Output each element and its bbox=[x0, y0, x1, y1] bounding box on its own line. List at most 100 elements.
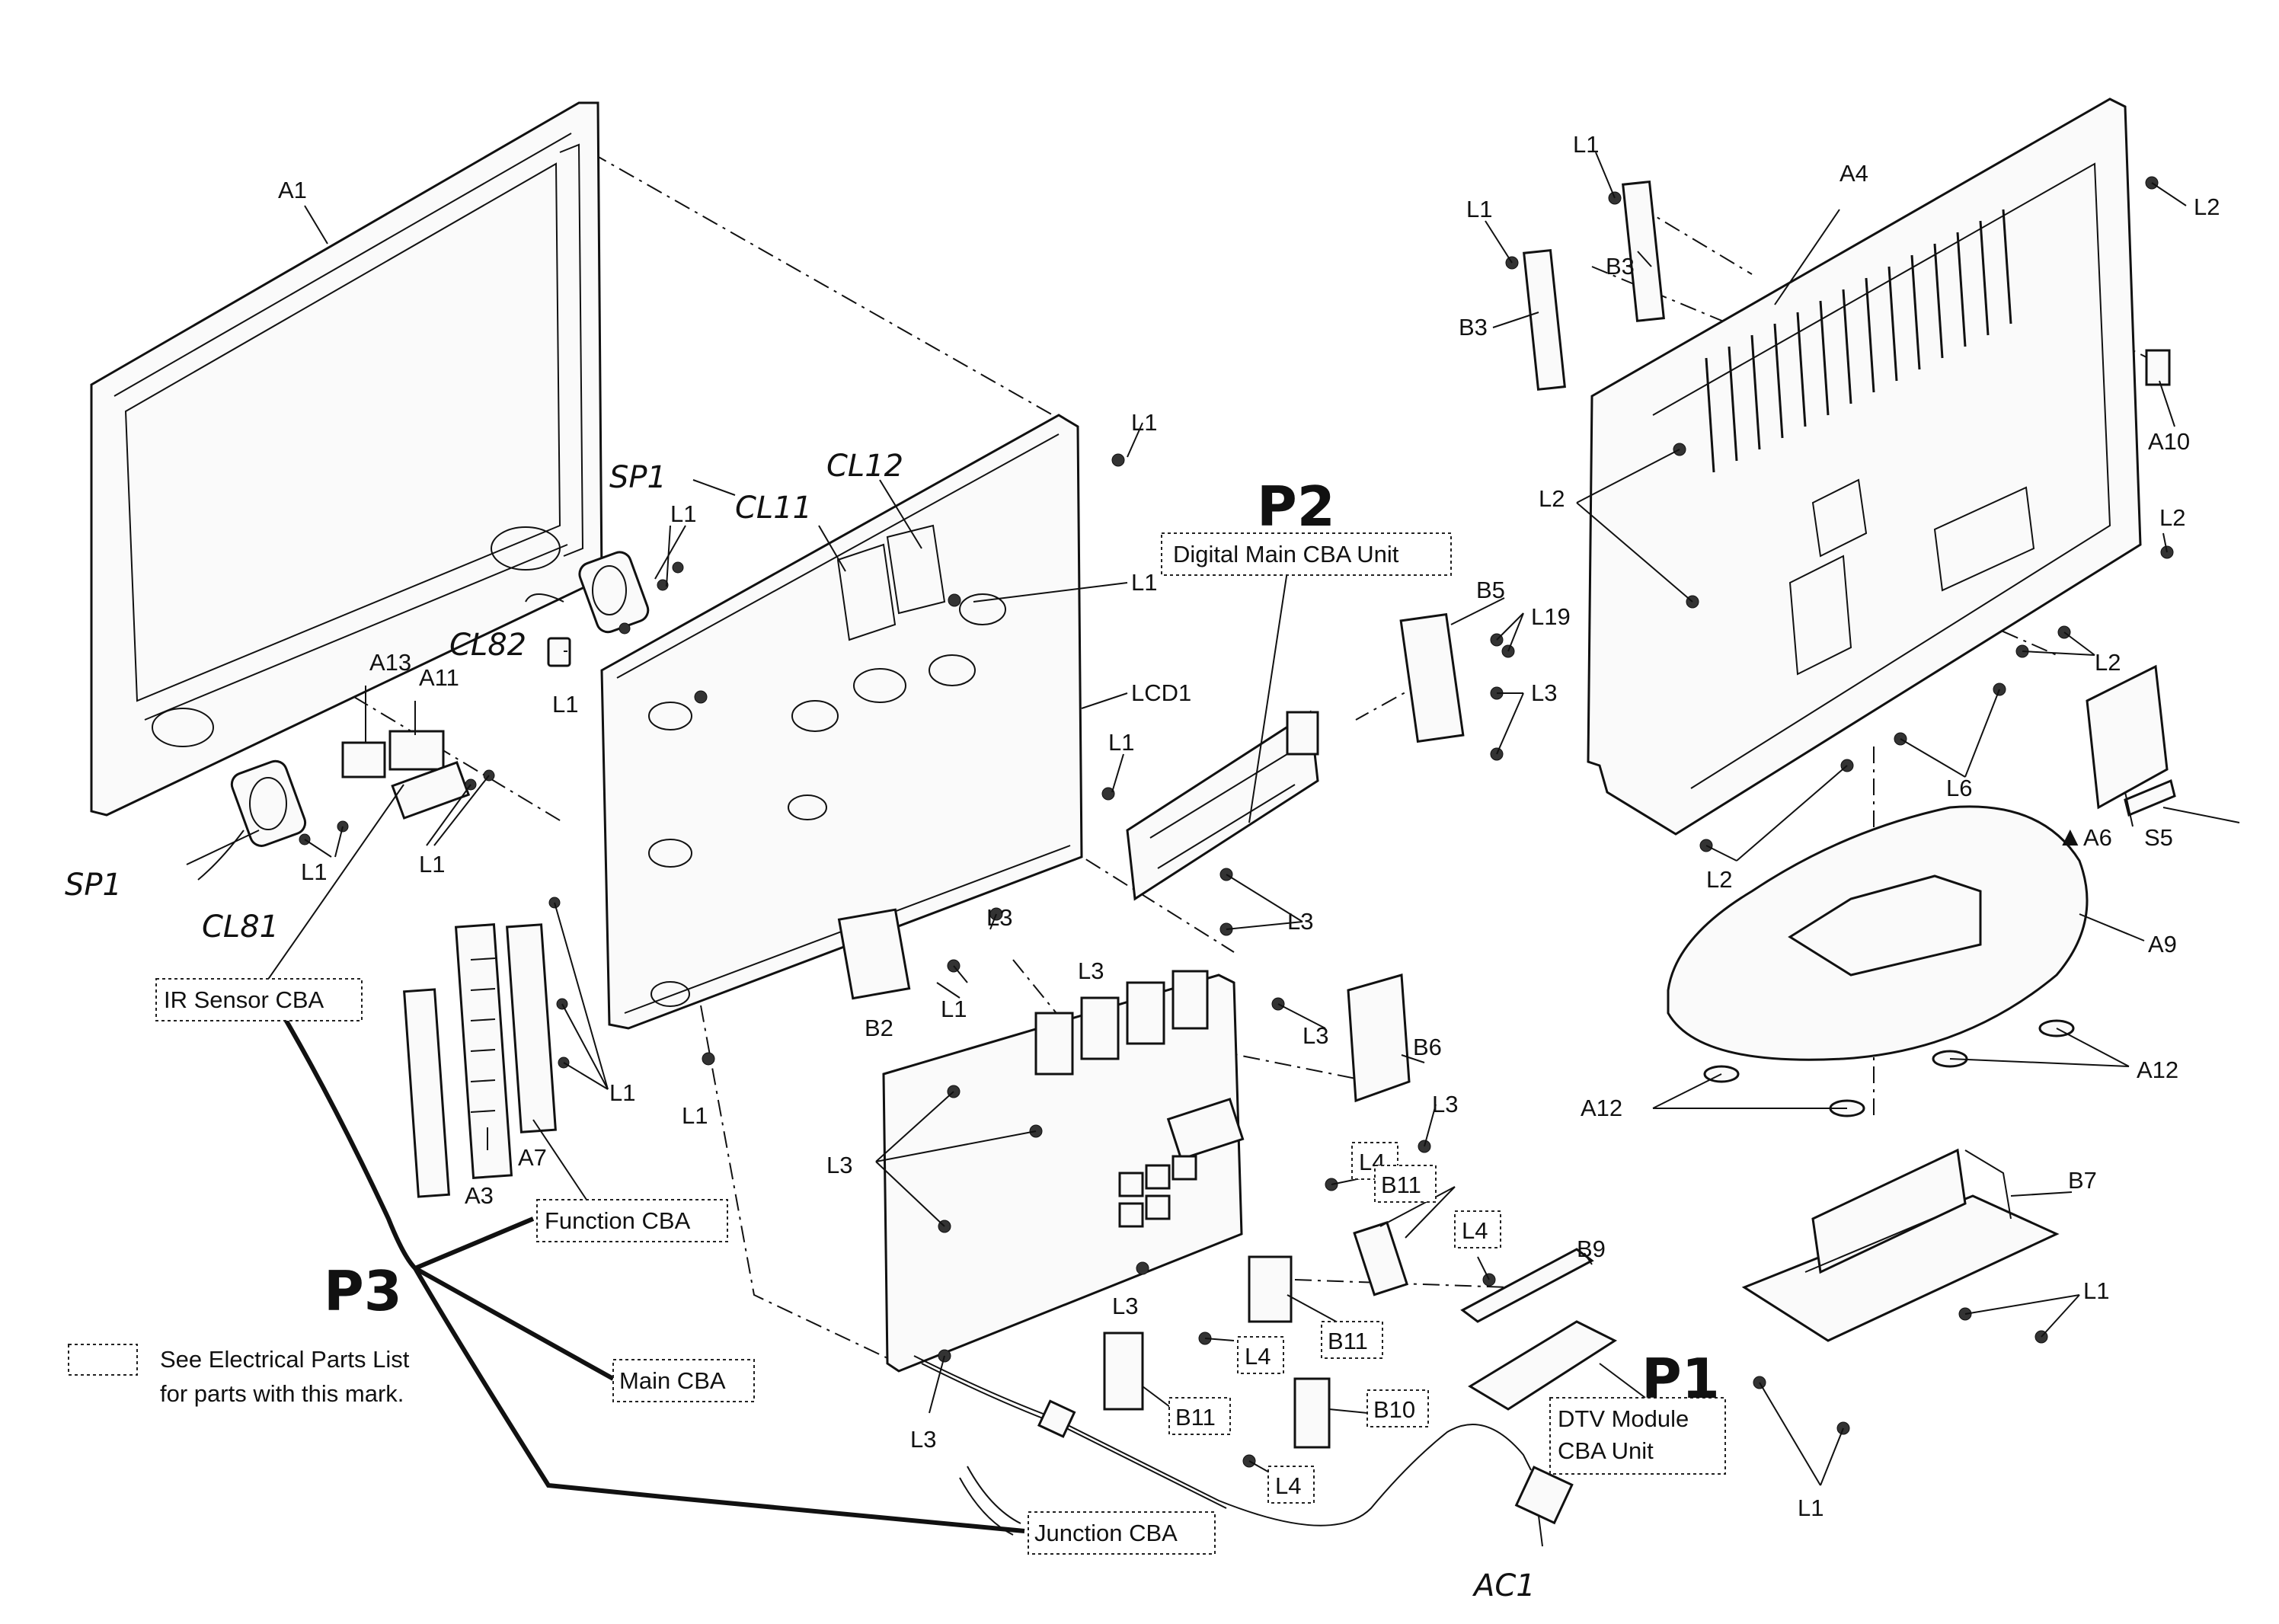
label-P1: P1 bbox=[1641, 1347, 1720, 1411]
label-A3: A3 bbox=[465, 1182, 494, 1209]
label-L4-d: L4 bbox=[1275, 1472, 1301, 1499]
label-dtv-module-line2: CBA Unit bbox=[1558, 1437, 1654, 1464]
label-LCD1: LCD1 bbox=[1131, 679, 1191, 706]
box-main-cba bbox=[612, 1359, 755, 1402]
label-digital-main-cba: Digital Main CBA Unit bbox=[1173, 541, 1399, 567]
bracket-B5 bbox=[1399, 612, 1465, 743]
label-L2-bottom: L2 bbox=[1706, 866, 1732, 893]
handwritten-labels: SP1 CL11 CL12 CL82 SP1 CL81 AC1 P2 P1 P3 bbox=[65, 449, 1720, 1603]
legend-text-line2: for parts with this mark. bbox=[160, 1380, 404, 1407]
front-bezel-A1 bbox=[90, 101, 603, 817]
legend-dashed-box-sample bbox=[68, 1344, 138, 1376]
label-L3-heatsink: L3 bbox=[1078, 957, 1104, 984]
label-B3-b: B3 bbox=[1459, 314, 1488, 340]
label-L1-left-lcd: L1 bbox=[552, 691, 578, 718]
label-B10: B10 bbox=[1373, 1396, 1415, 1423]
label-AC1: AC1 bbox=[1472, 1568, 1536, 1603]
box-L4-d bbox=[1267, 1466, 1315, 1504]
label-L1-top-b3: L1 bbox=[1573, 131, 1599, 158]
label-L1-top-lcd: L1 bbox=[1131, 409, 1157, 436]
box-B11-c bbox=[1168, 1397, 1231, 1435]
label-B11-b: B11 bbox=[1328, 1328, 1368, 1354]
label-A4: A4 bbox=[1840, 160, 1868, 187]
label-L3-main-bottom: L3 bbox=[910, 1426, 936, 1453]
label-L3-main-mid: L3 bbox=[1112, 1293, 1138, 1319]
box-L4-b bbox=[1454, 1210, 1501, 1248]
label-L3-main-left: L3 bbox=[826, 1152, 852, 1178]
label-main-cba: Main CBA bbox=[619, 1367, 726, 1394]
label-SP1-lower: SP1 bbox=[65, 868, 122, 903]
stand-base-A9 bbox=[1667, 805, 2089, 1117]
bracket-B11-b bbox=[1248, 1255, 1293, 1323]
part-labels: A1 A4 L1 L1 B3 B3 L2 A10 L2 L2 L2 L6 L2 … bbox=[278, 131, 2220, 1521]
function-board-A7 bbox=[454, 923, 557, 1179]
label-L3-b6-bottom: L3 bbox=[1432, 1091, 1458, 1117]
main-cba bbox=[882, 970, 1245, 1373]
bracket-B6 bbox=[1347, 973, 1411, 1103]
label-L19: L19 bbox=[1531, 603, 1571, 630]
screws bbox=[299, 176, 2174, 1468]
dtv-module-board bbox=[1468, 1320, 1618, 1411]
bracket-B3-b bbox=[1622, 180, 1665, 322]
label-L2-right: L2 bbox=[2159, 504, 2185, 531]
box-digital-main bbox=[1161, 532, 1452, 576]
label-L1-b7-right: L1 bbox=[2083, 1277, 2109, 1304]
label-CL11: CL11 bbox=[735, 491, 812, 526]
label-L2-top-right: L2 bbox=[2194, 193, 2220, 220]
label-B2: B2 bbox=[865, 1015, 893, 1041]
label-B7: B7 bbox=[2068, 1167, 2097, 1194]
box-junction-cba bbox=[1028, 1511, 1216, 1555]
legend: See Electrical Parts List for parts with… bbox=[68, 1344, 410, 1407]
label-L4-c: L4 bbox=[1245, 1343, 1271, 1370]
label-A11: A11 bbox=[419, 664, 459, 691]
power-cord-AC1 bbox=[913, 1355, 1574, 1536]
label-L1-left-b3: L1 bbox=[1466, 196, 1492, 222]
label-L1-a7: L1 bbox=[609, 1079, 635, 1106]
label-L1-sp1: L1 bbox=[301, 858, 327, 885]
label-L3-lcd-bottom: L3 bbox=[986, 904, 1012, 931]
label-L1-b7-bottom: L1 bbox=[1798, 1495, 1824, 1521]
label-A12-right: A12 bbox=[2137, 1057, 2178, 1083]
label-L2-mid: L2 bbox=[2095, 649, 2121, 676]
label-L1-a11: L1 bbox=[419, 851, 445, 878]
label-L4-b: L4 bbox=[1462, 1217, 1488, 1244]
label-P3: P3 bbox=[324, 1259, 402, 1323]
main-cba-jacks bbox=[1118, 1155, 1197, 1228]
label-L3-digital: L3 bbox=[1287, 908, 1313, 935]
box-B10 bbox=[1366, 1389, 1429, 1427]
label-B5: B5 bbox=[1476, 577, 1505, 603]
label-L3-b5: L3 bbox=[1531, 679, 1557, 706]
label-CL12: CL12 bbox=[826, 449, 903, 484]
stand-bracket-B7 bbox=[1741, 1148, 2060, 1342]
bracket-B3-a bbox=[1523, 248, 1566, 391]
label-A6 bbox=[2086, 664, 2169, 810]
main-cba-heatsinks bbox=[1034, 970, 1209, 1076]
label-A9: A9 bbox=[2148, 931, 2177, 957]
label-B11-c: B11 bbox=[1175, 1404, 1216, 1431]
speaker-upper bbox=[525, 551, 650, 634]
bracket-B9 bbox=[1460, 1248, 1594, 1323]
bracket-B2 bbox=[837, 908, 911, 1000]
box-B11-a bbox=[1374, 1165, 1437, 1203]
label-function-cba: Function CBA bbox=[545, 1207, 691, 1234]
label-B6: B6 bbox=[1413, 1034, 1442, 1060]
box-B11-b bbox=[1321, 1321, 1383, 1359]
label-A12-left: A12 bbox=[1581, 1095, 1622, 1121]
bracket-B11-c bbox=[1103, 1331, 1144, 1411]
leader-lines bbox=[186, 152, 2240, 1547]
warning-symbol: ▲ bbox=[2057, 820, 2084, 852]
speaker-lower bbox=[197, 759, 307, 881]
connector-CL82 bbox=[547, 637, 571, 667]
label-L1-mid-lcd: L1 bbox=[1131, 569, 1157, 596]
label-A13: A13 bbox=[369, 649, 411, 676]
label-P2: P2 bbox=[1257, 475, 1335, 539]
label-CL82: CL82 bbox=[449, 628, 526, 663]
label-L6: L6 bbox=[1946, 775, 1972, 801]
label-dtv-module-line1: DTV Module bbox=[1558, 1405, 1689, 1432]
label-CL81: CL81 bbox=[202, 910, 279, 945]
rear-cabinet-vents bbox=[1705, 209, 2012, 473]
label-L3-b6: L3 bbox=[1303, 1022, 1328, 1049]
lcd-panel-LCD1 bbox=[600, 414, 1083, 1030]
label-L1-b2: L1 bbox=[941, 996, 967, 1022]
